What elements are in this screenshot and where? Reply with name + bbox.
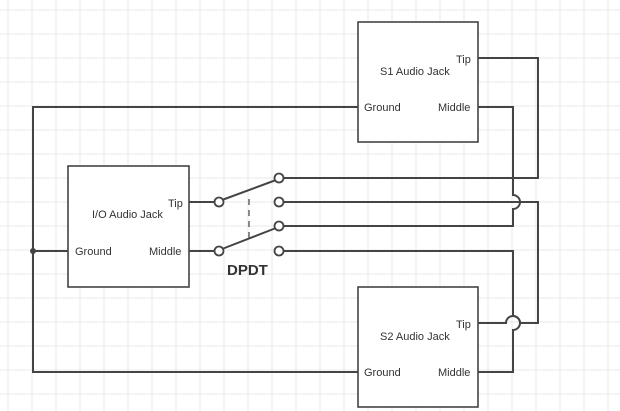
pole2-terminal <box>213 245 225 257</box>
s1-tip-label: Tip <box>456 54 471 66</box>
pole1-terminal <box>213 196 225 208</box>
s2-title: S2 Audio Jack <box>380 331 450 343</box>
s2-audio-jack[interactable]: S2 Audio Jack Tip Ground Middle <box>357 286 479 408</box>
io-middle-label: Middle <box>149 246 181 258</box>
dpdt-switch[interactable]: DPDT <box>213 172 285 280</box>
switch-arm-pole1 <box>221 179 277 201</box>
throw1b-terminal <box>273 196 285 208</box>
wire-throw2b-to-s2-middle <box>284 250 521 373</box>
io-audio-jack[interactable]: I/O Audio Jack Tip Ground Middle <box>67 165 190 288</box>
s1-title: S1 Audio Jack <box>380 66 450 78</box>
io-box <box>67 165 190 288</box>
s1-middle-label: Middle <box>438 102 470 114</box>
s1-box <box>357 21 479 143</box>
wires <box>32 57 539 373</box>
throw2a-terminal <box>273 220 285 232</box>
s2-tip-label: Tip <box>456 319 471 331</box>
ground-junction-dot <box>30 248 36 254</box>
wire-throw2a-to-s1-middle <box>284 106 521 227</box>
wire-ground-s2 <box>32 251 359 373</box>
io-title: I/O Audio Jack <box>92 209 163 221</box>
s1-audio-jack[interactable]: S1 Audio Jack Tip Ground Middle <box>357 21 479 143</box>
s2-box <box>357 286 479 408</box>
throw1a-terminal <box>273 172 285 184</box>
wire-ground-s1 <box>32 106 359 251</box>
io-tip-label: Tip <box>168 198 183 210</box>
switch-arm-pole2 <box>221 227 277 250</box>
throw2b-terminal <box>273 245 285 257</box>
wire-throw1a-to-s1-tip <box>284 57 539 179</box>
s2-ground-label: Ground <box>364 367 401 379</box>
s1-ground-label: Ground <box>364 102 401 114</box>
dpdt-label: DPDT <box>227 262 268 279</box>
io-ground-label: Ground <box>75 246 112 258</box>
s2-middle-label: Middle <box>438 367 470 379</box>
